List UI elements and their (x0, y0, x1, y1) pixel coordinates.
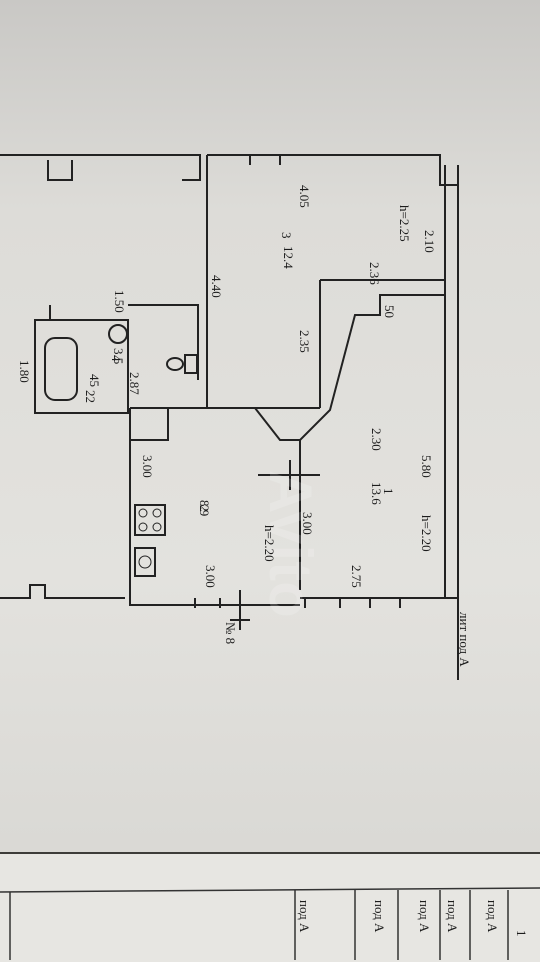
dim-bath-width: 1.50 (112, 290, 127, 313)
dim-bath-len: 1.80 (17, 360, 32, 383)
toilet-icon (166, 354, 198, 374)
wall-notch-top (47, 160, 73, 181)
room-1-area: 13.6 (369, 482, 384, 505)
dim-room3-wall: 2.10 (422, 230, 437, 253)
dim-room2-width: 3.00 (140, 455, 155, 478)
dim-room1-bottom: 2.75 (349, 565, 364, 588)
dim-small-50: 50 (382, 305, 397, 318)
room-4-id: 4 (109, 355, 124, 362)
bathtub (44, 337, 78, 401)
table-row-4: под А (445, 900, 460, 933)
room-1-id: 1 (381, 488, 396, 495)
section-label: № 8 (223, 622, 238, 644)
table-col-top: 1 (514, 930, 529, 937)
lower-sheet (0, 852, 540, 962)
room-3-area: 12.4 (281, 246, 296, 269)
dim-corridor-a: 2.36 (367, 262, 382, 285)
dim-room2-height: h=2.20 (262, 525, 277, 562)
dim-bath-45: 45 (87, 374, 102, 387)
room-2-area: 8.9 (197, 500, 212, 516)
table-row-3: под А (417, 900, 432, 933)
dim-room3-height: h=2.25 (397, 205, 412, 242)
basin-icon (108, 324, 128, 344)
wall-top-left (0, 154, 201, 181)
dim-bath-depth: 2.87 (127, 372, 142, 395)
dim-room1-width: 2.30 (369, 428, 384, 451)
dim-room1-len: 5.80 (419, 455, 434, 478)
wall-room3-top (207, 154, 458, 186)
dim-room1-height: h=2.20 (419, 515, 434, 552)
wall-room2 (129, 408, 300, 606)
dim-room3-depth: 4.40 (209, 275, 224, 298)
room-3-id: 3 (279, 232, 294, 239)
dim-room2-bottom: 3.00 (203, 565, 218, 588)
wall-bottom-left (0, 584, 125, 599)
bath-room (34, 319, 129, 414)
watermark: Avito (257, 470, 324, 618)
dim-room1-side: 3.00 (300, 512, 315, 535)
dim-corridor-b: 2.35 (297, 330, 312, 353)
dim-room3-width: 4.05 (297, 185, 312, 208)
table-row-2: под А (372, 900, 387, 933)
table-row-1: под А (297, 900, 312, 933)
bath-wall (128, 304, 199, 380)
room-4-area: 3.5 (111, 348, 126, 364)
sink-icon (134, 547, 156, 577)
table-row-5: под А (485, 900, 500, 933)
room-2-id: 2 (197, 505, 212, 512)
stove-icon (134, 504, 166, 536)
lower-table (0, 887, 540, 960)
stair-label: лит под А (457, 612, 472, 667)
dim-bath-22: 22 (83, 390, 98, 403)
